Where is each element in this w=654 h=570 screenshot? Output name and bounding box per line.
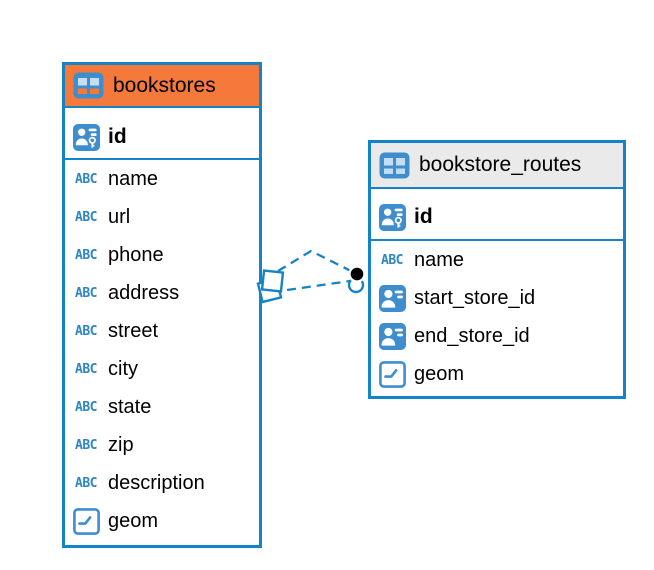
- column-row[interactable]: ABC city: [65, 350, 259, 388]
- column-name: geom: [414, 362, 465, 385]
- relationship-edge-upper[interactable]: [277, 249, 354, 274]
- column-row[interactable]: ABC state: [65, 388, 259, 426]
- text-type-icon: ABC: [72, 172, 100, 187]
- column-row[interactable]: ABC url: [65, 198, 259, 236]
- abc-glyph: ABC: [75, 399, 97, 415]
- table-icon: [73, 72, 104, 99]
- text-type-icon: ABC: [72, 286, 100, 301]
- abc-glyph: ABC: [75, 285, 97, 301]
- primary-key-icon: [72, 123, 100, 151]
- table-title: bookstores: [113, 73, 216, 97]
- geometry-type-icon: [378, 360, 406, 388]
- abc-glyph: ABC: [75, 171, 97, 187]
- column-name: name: [414, 248, 465, 271]
- text-type-icon: ABC: [72, 476, 100, 491]
- column-row[interactable]: ABC description: [65, 464, 259, 502]
- column-row[interactable]: geom: [65, 502, 259, 540]
- column-name: end_store_id: [414, 324, 530, 347]
- column-row[interactable]: ABC address: [65, 274, 259, 312]
- column-name: address: [108, 281, 180, 304]
- column-name: geom: [108, 509, 159, 532]
- column-name: state: [108, 395, 152, 418]
- column-name: description: [108, 471, 205, 494]
- one-end-marker[interactable]: [347, 265, 366, 294]
- text-type-icon: ABC: [72, 362, 100, 377]
- table-title: bookstore_routes: [419, 153, 582, 176]
- abc-glyph: ABC: [75, 475, 97, 491]
- abc-glyph: ABC: [75, 209, 97, 225]
- abc-glyph: ABC: [381, 252, 403, 268]
- column-row[interactable]: ABC phone: [65, 236, 259, 274]
- column-name: url: [108, 205, 131, 228]
- geometry-type-icon: [72, 507, 100, 535]
- foreign-key-icon: [378, 322, 406, 350]
- column-name: name: [108, 167, 159, 190]
- column-row[interactable]: ABC name: [65, 160, 259, 198]
- column-name: street: [108, 319, 159, 342]
- text-type-icon: ABC: [72, 438, 100, 453]
- text-type-icon: ABC: [378, 253, 406, 268]
- column-row[interactable]: end_store_id: [371, 317, 623, 355]
- abc-glyph: ABC: [75, 361, 97, 377]
- table-icon: [379, 152, 410, 179]
- column-row[interactable]: geom: [371, 355, 623, 393]
- column-row[interactable]: ABC street: [65, 312, 259, 350]
- column-name: zip: [108, 433, 134, 456]
- column-row[interactable]: start_store_id: [371, 279, 623, 317]
- relationship-edge-lower[interactable]: [286, 279, 351, 292]
- column-name: city: [108, 357, 138, 380]
- text-type-icon: ABC: [72, 248, 100, 263]
- abc-glyph: ABC: [75, 437, 97, 453]
- primary-key-row[interactable]: id: [65, 116, 259, 160]
- text-type-icon: ABC: [72, 400, 100, 415]
- column-name: phone: [108, 243, 164, 266]
- text-type-icon: ABC: [72, 324, 100, 339]
- abc-glyph: ABC: [75, 323, 97, 339]
- column-row[interactable]: ABC name: [371, 241, 623, 279]
- column-name: id: [414, 205, 433, 228]
- column-name: id: [108, 125, 127, 148]
- primary-key-icon: [378, 203, 406, 231]
- text-type-icon: ABC: [72, 210, 100, 225]
- primary-key-row[interactable]: id: [371, 195, 623, 241]
- table-header[interactable]: bookstores: [65, 65, 259, 108]
- abc-glyph: ABC: [75, 247, 97, 263]
- table-header[interactable]: bookstore_routes: [371, 143, 623, 189]
- column-row[interactable]: ABC zip: [65, 426, 259, 464]
- foreign-key-icon: [378, 284, 406, 312]
- column-name: start_store_id: [414, 286, 536, 309]
